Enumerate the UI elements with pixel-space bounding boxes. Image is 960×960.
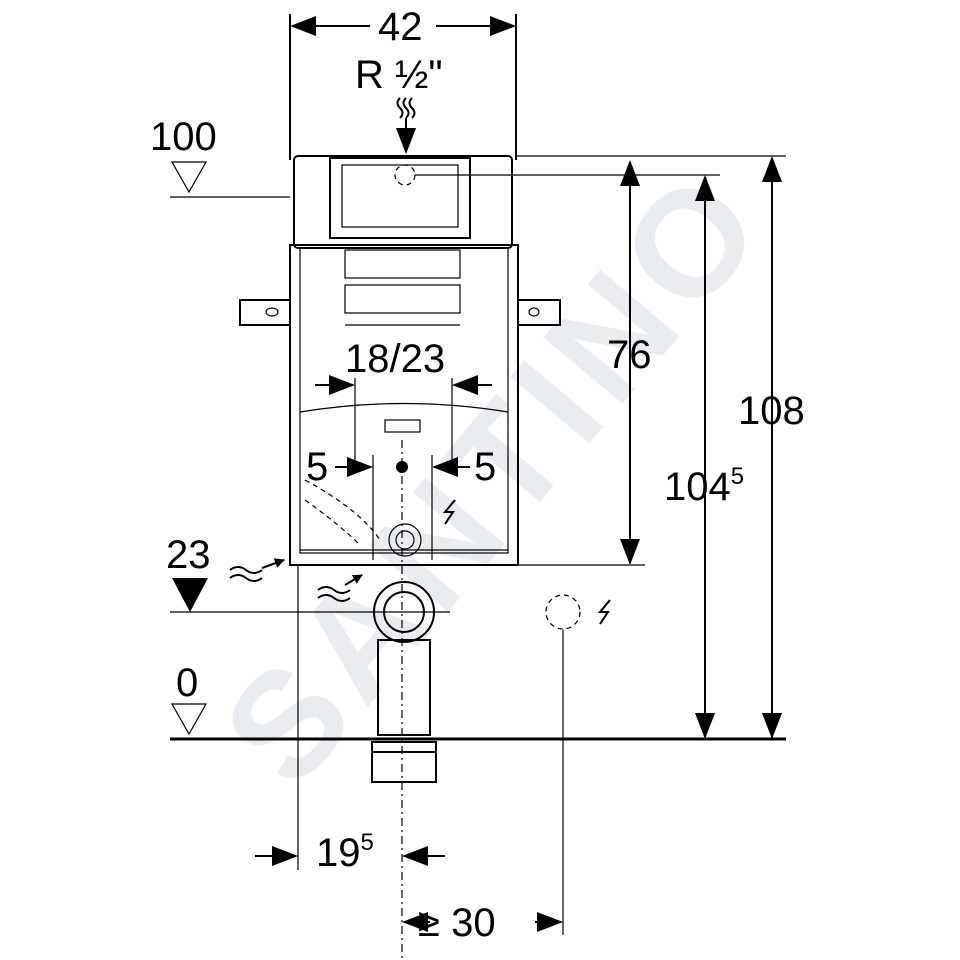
floor-level-0: 0	[170, 661, 786, 741]
svg-text:195: 195	[316, 829, 374, 875]
svg-text:18/23: 18/23	[345, 337, 445, 381]
electrical-connection	[442, 499, 611, 935]
dimension-5-5: 5 5	[306, 445, 496, 560]
dimension-18-23: 18/23	[315, 337, 492, 460]
svg-text:23: 23	[166, 533, 211, 577]
svg-text:R ½": R ½"	[355, 53, 443, 97]
level-23-marker: 23	[166, 533, 450, 613]
svg-text:42: 42	[378, 5, 423, 49]
dimension-min-30: ≥ 30	[402, 901, 563, 945]
dimension-108: 108	[516, 155, 805, 739]
level-100-marker: 100	[150, 115, 290, 198]
svg-text:1045: 1045	[664, 463, 744, 509]
svg-text:≥ 30: ≥ 30	[418, 901, 496, 945]
svg-text:108: 108	[738, 389, 805, 433]
dimension-76: 76	[515, 160, 652, 566]
svg-text:5: 5	[474, 445, 496, 489]
dimension-104-5: 1045	[640, 174, 744, 739]
dimension-width-42: 42	[289, 5, 517, 160]
cistern-frame	[239, 155, 640, 960]
svg-text:76: 76	[607, 333, 652, 377]
svg-text:0: 0	[176, 661, 198, 705]
drain-pipe	[371, 581, 437, 783]
water-supply-label: R ½"	[355, 53, 443, 154]
svg-text:5: 5	[306, 445, 328, 489]
svg-text:100: 100	[150, 115, 217, 159]
dimension-19-5: 195	[255, 565, 445, 875]
